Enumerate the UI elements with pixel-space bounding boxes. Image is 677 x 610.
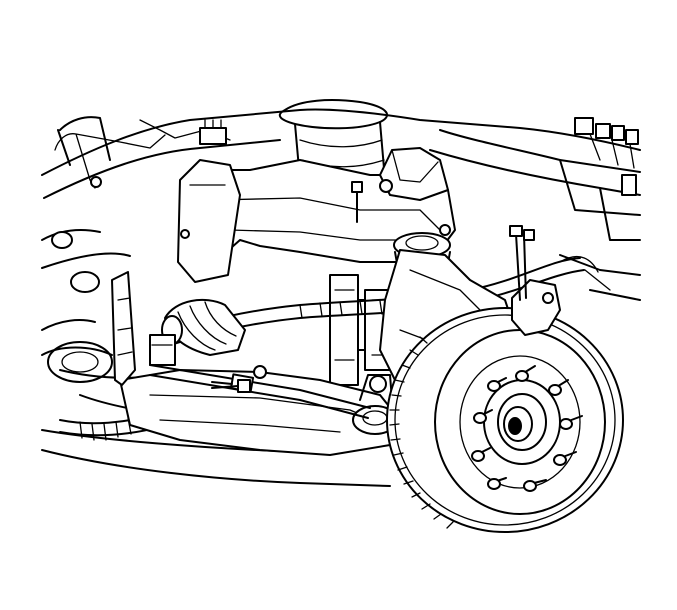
sensor-bracket <box>111 271 136 386</box>
upper-arm-mount <box>177 159 241 283</box>
connector-cluster <box>199 117 639 196</box>
wheel-stud <box>487 477 507 490</box>
wheel-stud <box>559 415 583 430</box>
fastener <box>211 379 251 393</box>
abs-sensor-bracket <box>509 225 561 336</box>
wheel-stud <box>548 379 569 396</box>
wheel-stud <box>515 365 536 382</box>
wheel-stud <box>553 451 577 466</box>
wheel-stud <box>473 409 493 424</box>
lower-control-arm <box>119 369 401 456</box>
fastener <box>351 181 363 223</box>
fastener <box>90 176 451 379</box>
wheel-stud <box>523 479 547 492</box>
wheel-stud <box>487 377 507 392</box>
wheel-stud <box>471 447 491 462</box>
wheel-hub <box>483 379 561 465</box>
cv-boot <box>149 298 246 366</box>
wheel-studs <box>471 365 583 492</box>
